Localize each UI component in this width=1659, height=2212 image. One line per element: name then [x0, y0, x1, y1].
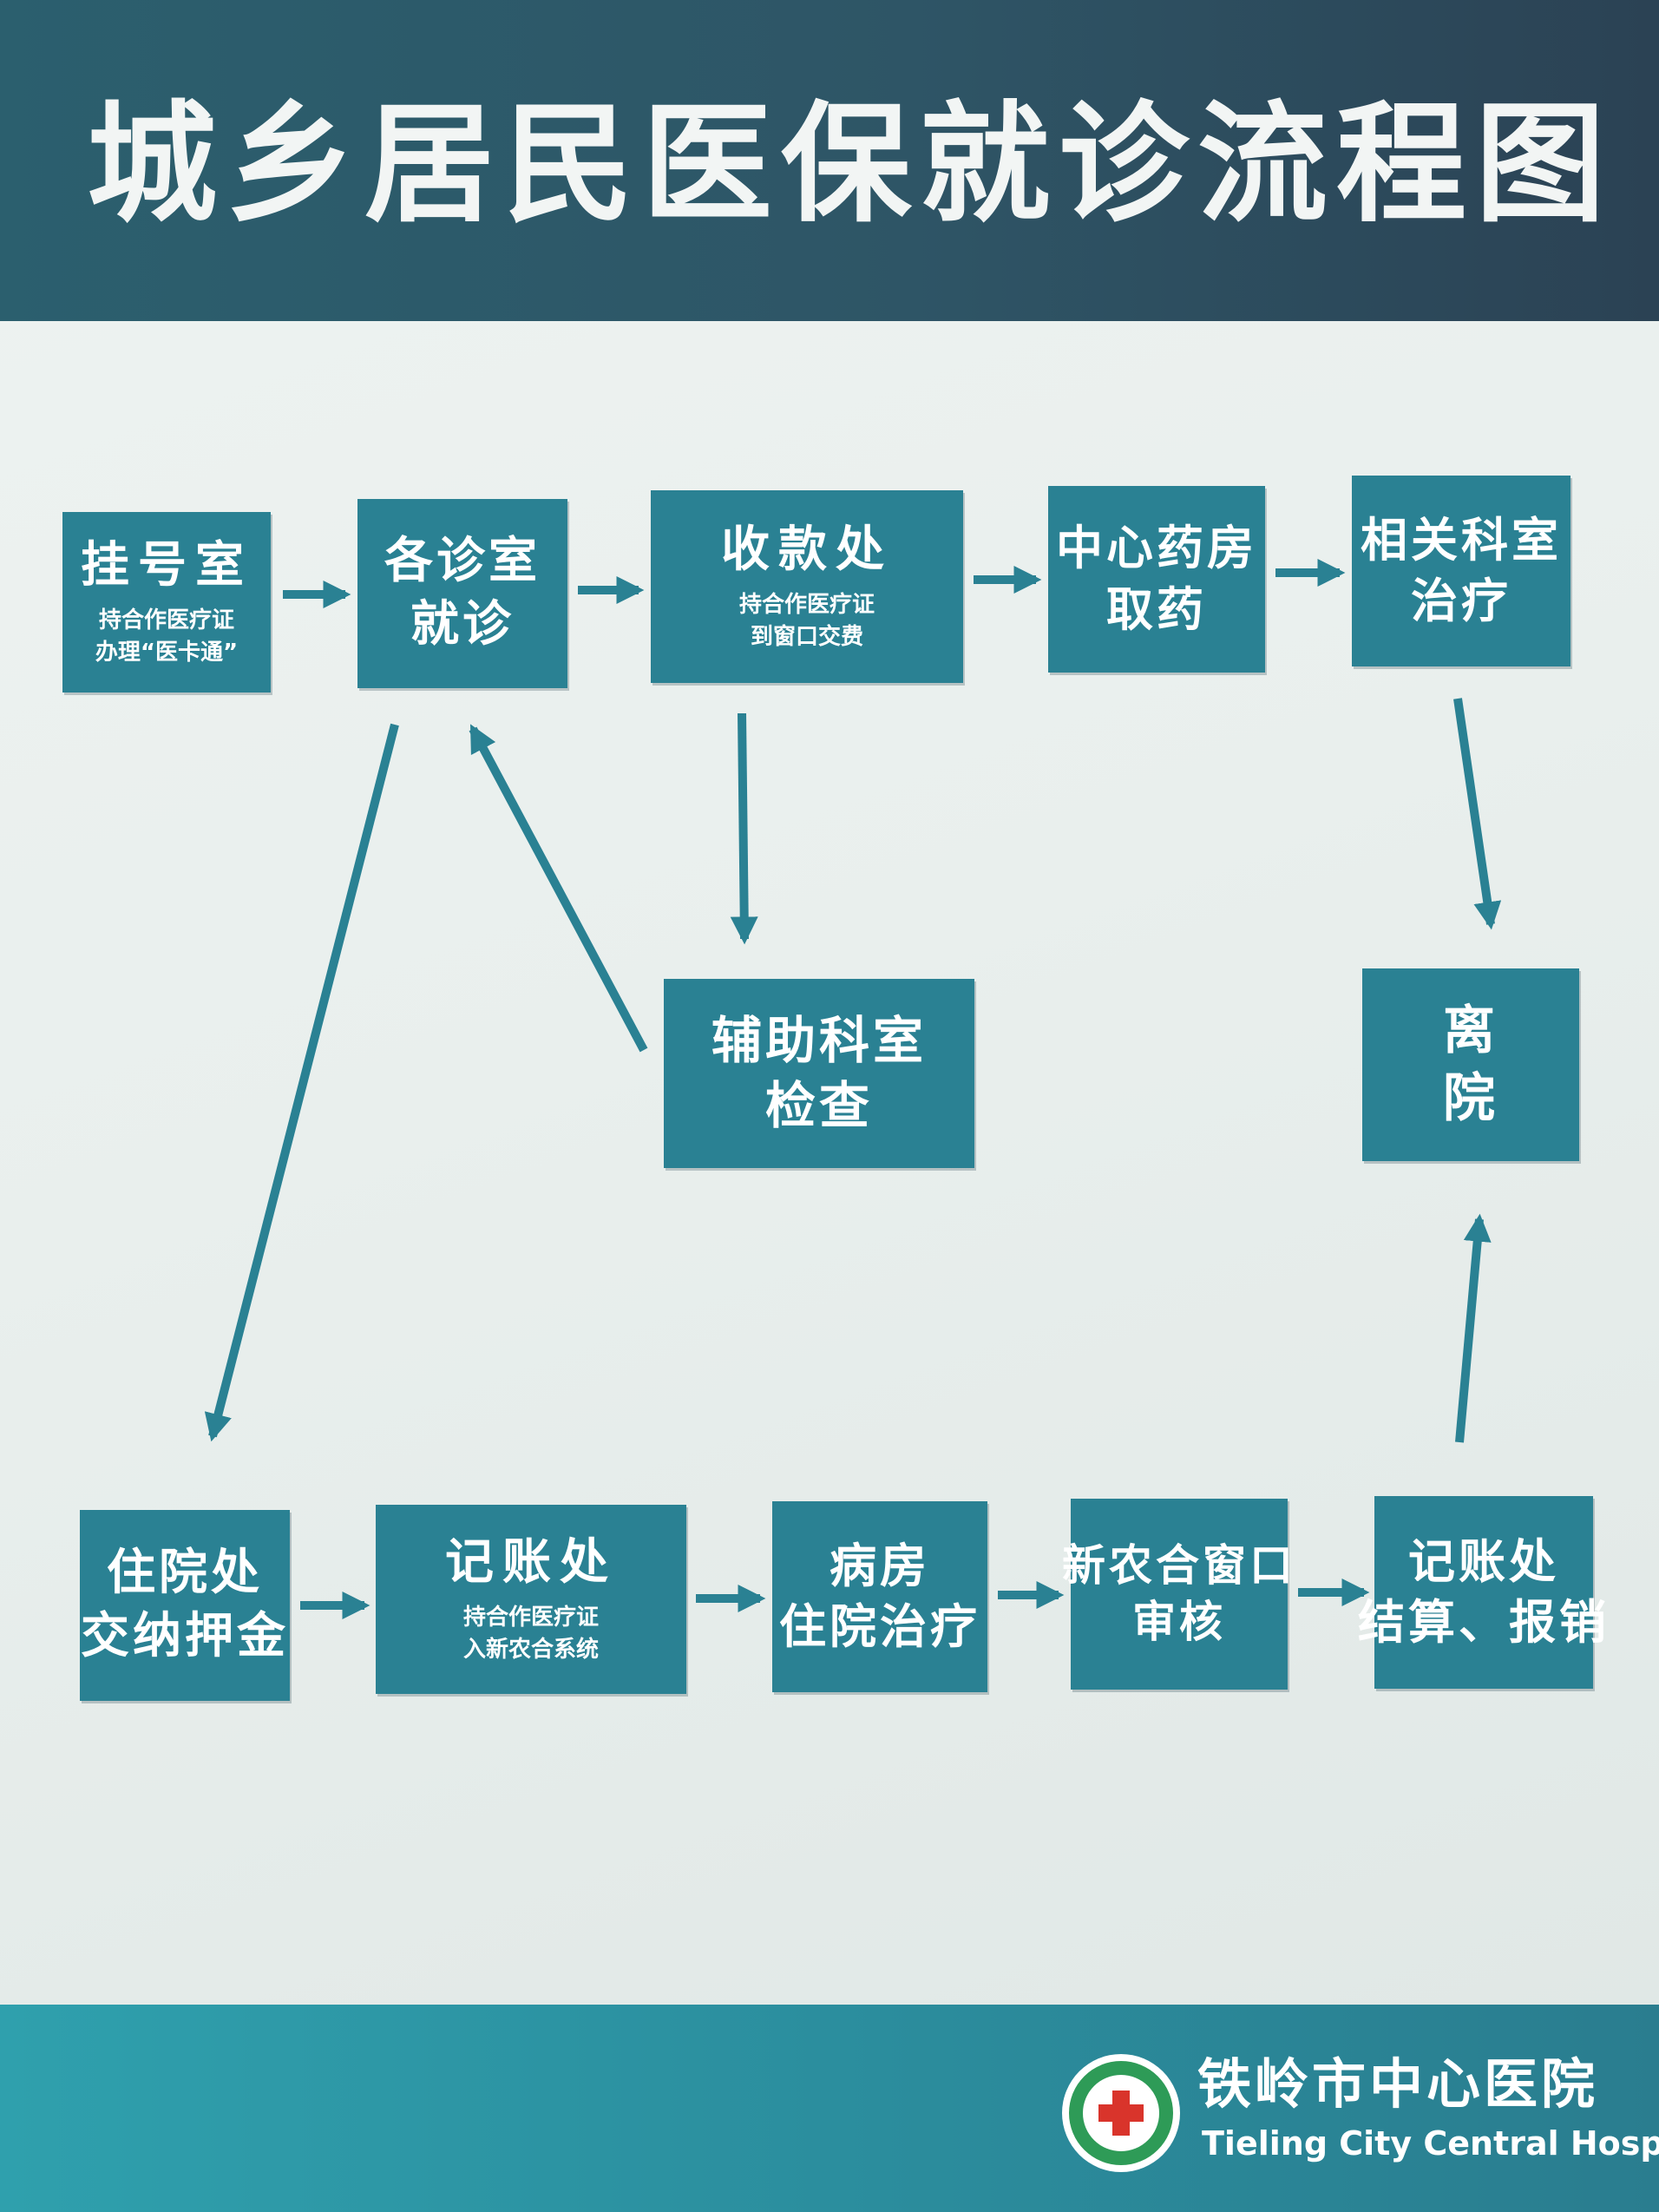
node-label: 相关科室 — [1361, 512, 1562, 568]
node-note: 办理“医卡通” — [95, 640, 239, 666]
cashier-box: 收款处持合作医疗证到窗口交费 — [651, 490, 963, 683]
accounting-box-entry: 记账处持合作医疗证入新农合系统 — [376, 1505, 686, 1694]
node-label: 收款处 — [721, 521, 893, 578]
registration-box: 挂号室持合作医疗证办理“医卡通” — [62, 512, 271, 692]
node-label: 记账处 — [445, 1533, 617, 1591]
node-label: 病房 — [830, 1538, 930, 1593]
node-note: 入新农合系统 — [462, 1637, 599, 1664]
node-label: 就诊 — [410, 596, 515, 653]
accounting-box-settlement: 记账处结算、报销 — [1358, 1496, 1606, 1689]
node-label: 治疗 — [1411, 574, 1511, 628]
ward-box: 病房住院治疗 — [772, 1501, 987, 1692]
node-label: 院 — [1443, 1068, 1498, 1129]
hospital-name-cn: 铁岭市中心医院 — [1197, 2052, 1599, 2116]
node-label: 新农合窗口 — [1062, 1540, 1296, 1591]
node-label: 住院治疗 — [779, 1599, 980, 1654]
node-note: 持合作医疗证 — [98, 607, 234, 633]
hospital-name-en: Tieling City Central Hospital — [1202, 2124, 1659, 2163]
node-label: 中心药房 — [1056, 521, 1257, 576]
header-band: 城乡居民医保就诊流程图 — [0, 0, 1659, 321]
arrow-cashier-to-aux_exam — [730, 712, 758, 945]
arrow-aux_exam-to-clinic — [469, 724, 648, 1053]
department-treatment-box: 相关科室治疗 — [1352, 476, 1570, 666]
node-label: 记账处 — [1408, 1533, 1559, 1589]
node-note: 持合作医疗证 — [462, 1604, 599, 1631]
arrow-accounting_2-to-discharge — [1455, 1213, 1492, 1443]
arrow-clinic-to-admission — [204, 723, 399, 1442]
clinic-box: 各诊室就诊 — [357, 499, 567, 688]
node-label: 挂号室 — [81, 536, 252, 594]
node-label: 各诊室 — [384, 533, 541, 590]
node-label: 结算、报销 — [1358, 1595, 1610, 1650]
node-label: 交纳押金 — [81, 1608, 289, 1664]
node-label: 取药 — [1106, 581, 1207, 637]
node-note: 到窗口交费 — [750, 624, 863, 651]
admission-box: 住院处交纳押金 — [80, 1510, 290, 1701]
arrow-dept_treatment-to-discharge — [1453, 698, 1502, 930]
pharmacy-box: 中心药房取药 — [1048, 486, 1265, 673]
footer-band — [0, 2005, 1659, 2212]
discharge-box: 离院 — [1362, 968, 1579, 1161]
node-label: 检查 — [764, 1076, 873, 1135]
node-note: 持合作医疗证 — [738, 591, 875, 618]
page-title: 城乡居民医保就诊流程图 — [87, 89, 1615, 240]
node-label: 辅助科室 — [711, 1010, 927, 1070]
node-label: 住院处 — [107, 1545, 263, 1602]
ncms-review-box: 新农合窗口审核 — [1062, 1499, 1293, 1690]
auxiliary-exam-box: 辅助科室检查 — [664, 979, 974, 1168]
node-label: 审核 — [1132, 1597, 1226, 1647]
node-label: 离 — [1443, 1001, 1498, 1061]
hospital-logo-icon — [1062, 2054, 1180, 2172]
